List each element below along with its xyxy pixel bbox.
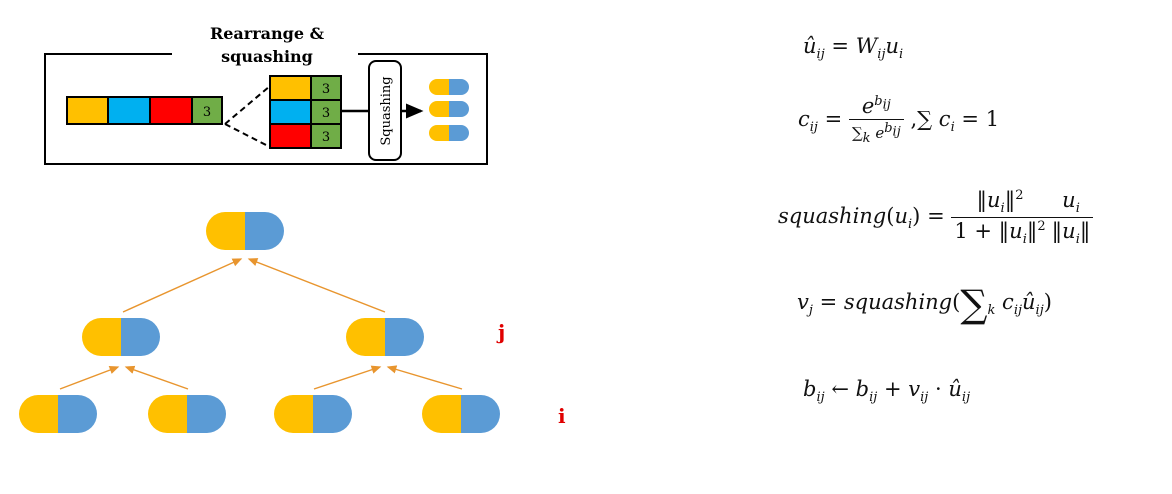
arrow-i4-to-jr (386, 365, 463, 390)
capsule-i-2 (148, 395, 226, 433)
equation-prediction-text: ûij = Wijui (803, 34, 904, 63)
arrow-i2-to-jl (124, 365, 189, 390)
flat-vector-label: 3 (203, 105, 211, 120)
inset-title-mask (172, 44, 358, 66)
inset-title-line2: squashing (221, 47, 313, 66)
equation-output-text: vj = squashing(∑k cijûij) (797, 282, 1052, 326)
flat-vector: 3 (66, 96, 223, 125)
squashing-label: Squashing (379, 76, 394, 145)
capsule-top (206, 212, 284, 250)
capsule-i-4 (422, 395, 500, 433)
capsule-tree: j i (19, 212, 566, 433)
inset-title-line1: Rearrange & (210, 24, 325, 43)
equation-update-text: bij ← bij + vij · ûij (803, 377, 971, 406)
output-capsules (429, 79, 469, 141)
layer-i-label: i (558, 404, 566, 428)
arrow-jl-to-top (122, 258, 243, 313)
equation-coupling-text: cij = ebij∑k ebij ,∑ ci = 1 (798, 94, 1000, 146)
arrow-i1-to-jl (59, 366, 120, 390)
capsule-j-left (82, 318, 160, 356)
block-label-1: 3 (322, 82, 330, 97)
arrow-jr-to-top (247, 258, 386, 313)
layer-j-label: j (496, 320, 505, 344)
equation-output: vj = squashing(∑k cijûij) (797, 282, 1052, 326)
rearrange-inset: Rearrange & squashing 3 3 3 3 Squ (44, 24, 488, 165)
block-label-2: 3 (322, 106, 330, 121)
capsule-j-right (346, 318, 424, 356)
block-label-3: 3 (322, 130, 330, 145)
rearranged-blocks: 3 3 3 (269, 75, 342, 149)
capsule-i-3 (274, 395, 352, 433)
equation-update: bij ← bij + vij · ûij (803, 377, 970, 405)
arrow-i3-to-jr (313, 365, 382, 390)
routing-arrows (59, 258, 463, 390)
equation-prediction: ûij = Wijui (803, 34, 903, 62)
capsule-i-1 (19, 395, 97, 433)
expand-line-bottom (224, 123, 271, 148)
equation-coupling: cij = ebij∑k ebij ,∑ ci = 1 (798, 94, 999, 146)
